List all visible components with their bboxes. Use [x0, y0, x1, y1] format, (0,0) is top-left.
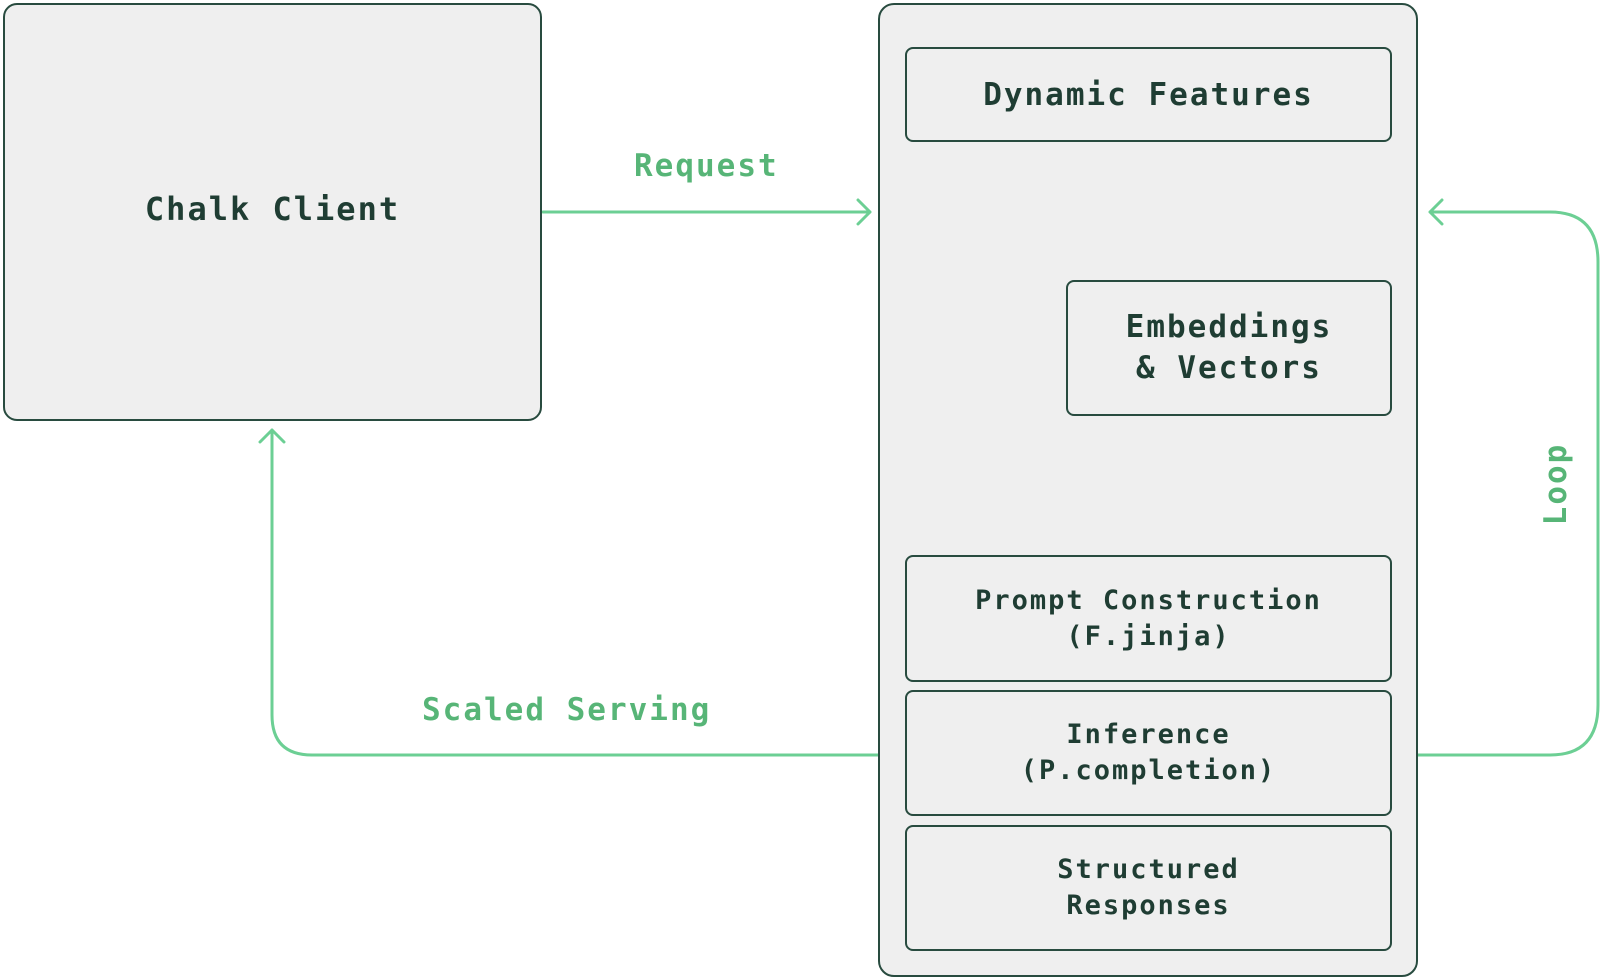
structured-label-line2: Responses	[1066, 890, 1231, 921]
loop-label: Loop	[1538, 442, 1574, 526]
inference-box: Inference (P.completion)	[905, 690, 1392, 816]
prompt-label-line2: (F.jinja)	[1066, 620, 1231, 652]
loop-arrow	[1416, 198, 1600, 757]
structured-label-line1: Structured	[1057, 854, 1240, 885]
prompt-label-line1: Prompt Construction	[975, 584, 1322, 616]
embeddings-label-line2: & Vectors	[1136, 350, 1322, 386]
inference-label-line2: (P.completion)	[1020, 755, 1277, 786]
embeddings-vectors-box: Embeddings & Vectors	[1066, 280, 1392, 416]
chalk-client-box: Chalk Client	[3, 3, 542, 421]
prompt-construction-box: Prompt Construction (F.jinja)	[905, 555, 1392, 682]
chalk-client-label: Chalk Client	[144, 190, 401, 228]
dynamic-features-box: Dynamic Features	[905, 47, 1392, 142]
inference-label-line1: Inference	[1066, 719, 1231, 750]
request-label: Request	[634, 148, 779, 184]
embeddings-label-line1: Embeddings	[1125, 309, 1333, 345]
dynamic-features-label: Dynamic Features	[983, 76, 1314, 113]
scaled-serving-label: Scaled Serving	[422, 692, 712, 728]
scaled-serving-arrow	[258, 428, 880, 757]
structured-responses-box: Structured Responses	[905, 825, 1392, 951]
request-arrow	[541, 198, 872, 226]
